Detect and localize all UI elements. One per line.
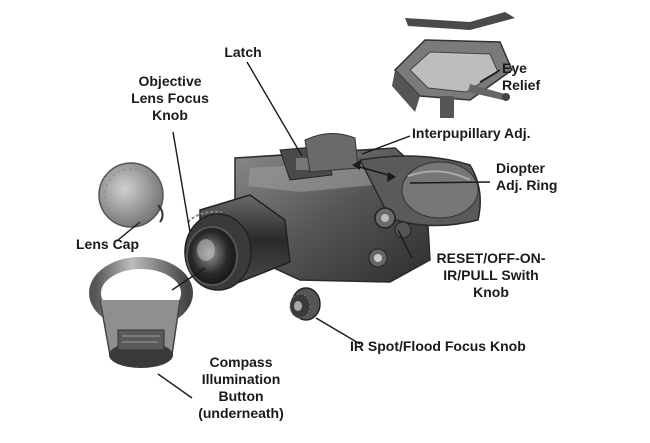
leader-ir-spot [315,317,361,345]
leader-compass [157,373,193,399]
label-reset-knob: RESET/OFF-ON- IR/PULL Swith Knob [416,250,566,301]
leader-lines [117,61,501,399]
leader-interpupillary [361,135,411,155]
label-compass-line4: (underneath) [198,405,284,421]
lens-cap [98,162,164,228]
label-latch: Latch [224,44,262,60]
label-reset-knob-line3: Knob [473,284,509,300]
label-eye-relief-line1: Eye [502,60,527,76]
label-objective-focus-line2: Lens Focus [131,90,209,106]
label-compass: Compass Illumination Button (underneath) [186,354,296,422]
compass-ring [89,257,193,368]
label-reset-knob-line1: RESET/OFF-ON- [436,250,546,266]
label-diopter-line1: Diopter [496,160,545,176]
leader-compass-to-lens [171,267,206,291]
label-objective-focus-line3: Knob [152,107,188,123]
interpupillary-arrow [352,160,396,182]
goggle-body [234,133,481,283]
leader-eye-relief [479,69,501,83]
label-reset-knob-line2: IR/PULL Swith [443,267,539,283]
label-objective-focus-line1: Objective [138,73,202,89]
leader-objective-focus [172,131,191,233]
leader-latch [246,61,303,157]
label-diopter-line2: Adj. Ring [496,177,558,193]
label-interpupillary: Interpupillary Adj. [412,125,531,141]
head-mount-bracket [392,12,515,118]
label-compass-line1: Compass [209,354,273,370]
label-compass-line2: Illumination [201,371,281,387]
objective-lens-assembly [184,194,291,291]
leader-lens-cap [117,221,141,241]
leader-diopter [409,181,491,184]
label-diopter: Diopter Adj. Ring [496,160,557,194]
label-eye-relief: Eye Relief [502,60,540,94]
leader-reset-knob [397,229,413,259]
label-compass-line3: Button [218,388,264,404]
label-lens-cap: Lens Cap [76,236,140,252]
label-objective-focus: Objective Lens Focus Knob [120,73,220,124]
label-eye-relief-line2: Relief [502,77,541,93]
label-ir-spot: IR Spot/Flood Focus Knob [350,338,526,354]
ir-focus-knob [289,287,321,321]
